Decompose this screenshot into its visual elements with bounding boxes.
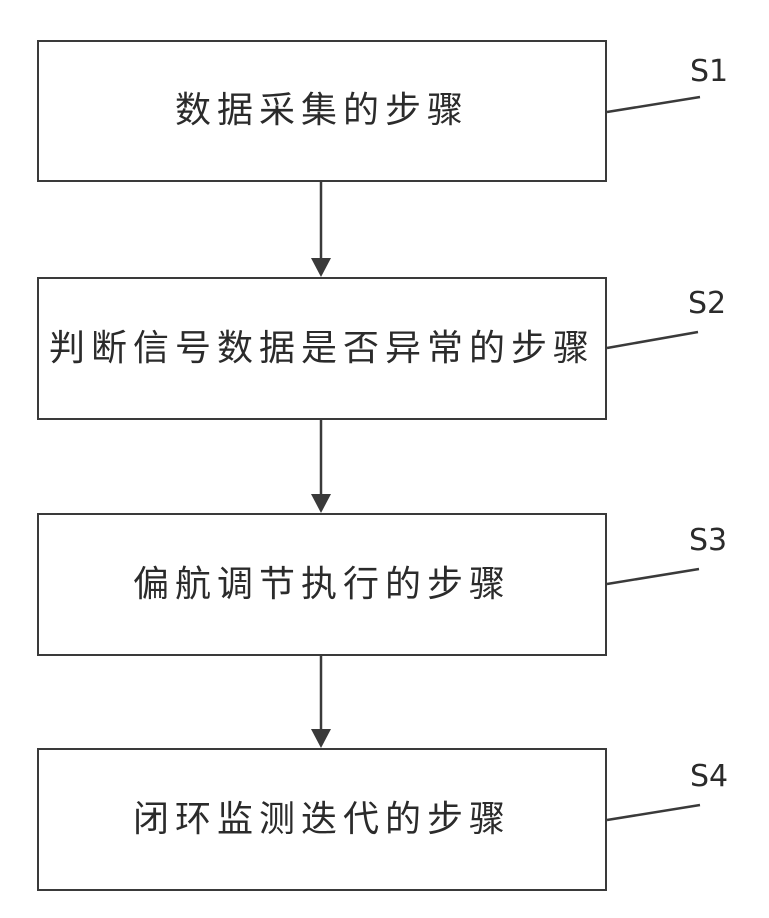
step-label-s2: 判断信号数据是否异常的步骤: [39, 326, 605, 372]
step-id-s1: S1: [690, 54, 728, 89]
step-id-s3: S3: [689, 523, 727, 558]
step-box-s3: 偏航调节执行的步骤: [37, 513, 607, 656]
step-box-s4: 闭环监测迭代的步骤: [37, 748, 607, 891]
step-box-s1: 数据采集的步骤: [37, 40, 607, 182]
step-id-s4: S4: [690, 759, 728, 794]
step-label-s3: 偏航调节执行的步骤: [119, 562, 525, 608]
step-id-s2: S2: [688, 286, 726, 321]
step-label-s1: 数据采集的步骤: [161, 88, 483, 134]
arrowhead-s3-s4: [311, 729, 331, 748]
arrowhead-s1-s2: [311, 258, 331, 277]
leader-line-s3: [607, 569, 699, 584]
arrowhead-s2-s3: [311, 494, 331, 513]
step-box-s2: 判断信号数据是否异常的步骤: [37, 277, 607, 420]
step-label-s4: 闭环监测迭代的步骤: [119, 797, 525, 843]
leader-line-s4: [607, 805, 700, 820]
leader-line-s1: [607, 97, 700, 112]
leader-line-s2: [607, 332, 698, 348]
